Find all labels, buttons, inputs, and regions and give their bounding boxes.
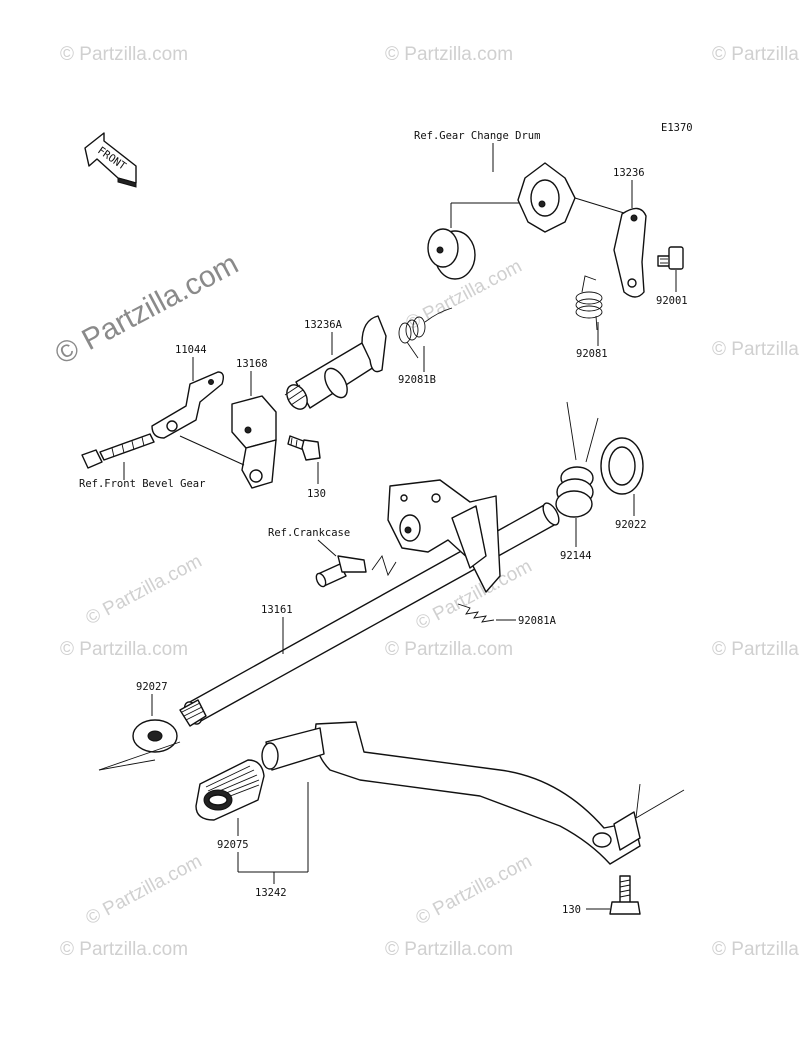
bolt-130-upper (287, 435, 321, 461)
pedal-pivot-leader (635, 783, 685, 819)
watermark-text: © Partzilla.com (412, 851, 535, 930)
watermark-text: © Partzilla.com (60, 44, 188, 65)
part-label-13161: 13161 (261, 604, 293, 616)
watermark-text: © Partzilla.com (385, 44, 513, 65)
spring-92081B (398, 307, 453, 359)
washer-92022 (600, 437, 644, 495)
part-label-130-upper: 130 (307, 488, 326, 500)
watermark-text: © Partzilla.com (385, 639, 513, 660)
shift-shaft-13161 (179, 502, 560, 727)
part-label-92144: 92144 (560, 550, 592, 562)
shift-drum-star-cam (517, 162, 625, 233)
crankcase-leader (371, 555, 397, 577)
watermark-text: © Partzilla.com (712, 639, 800, 660)
front-bevel-gear-leader (123, 435, 245, 480)
part-label-13242: 13242 (255, 887, 287, 899)
watermark-text: © Partzilla.com (60, 939, 188, 960)
shift-plate-assembly (387, 479, 501, 593)
spring-92144 (555, 401, 599, 518)
watermark-text: © Partzilla.com (82, 851, 205, 930)
bolt-front-bevel-gear (81, 433, 155, 469)
part-label-92081: 92081 (576, 348, 608, 360)
part-label-13168: 13168 (236, 358, 268, 370)
part-label-13236A: 13236A (304, 319, 343, 331)
part-label-13236: 13236 (613, 167, 645, 179)
spring-92081A (457, 603, 495, 623)
part-label-92081A: 92081A (518, 615, 557, 627)
diagram-code: E1370 (661, 122, 693, 134)
ref-crankcase-label: Ref.Crankcase (268, 527, 350, 539)
front-arrow-icon: FRONT (84, 132, 137, 188)
watermark-main-text: © Partzilla.com (50, 247, 244, 371)
shaft-centerline-leader (98, 741, 181, 771)
ref-front-bevel-gear-label: Ref.Front Bevel Gear (79, 478, 205, 490)
bracket-11044 (151, 371, 225, 439)
pedal-rubber-92075 (195, 759, 265, 821)
shift-arm-13168 (231, 395, 277, 489)
watermark-text: © Partzilla.com (712, 939, 800, 960)
part-label-11044: 11044 (175, 344, 207, 356)
part-label-92022: 92022 (615, 519, 647, 531)
watermark-text: © Partzilla.com (712, 339, 800, 360)
part-label-92027: 92027 (136, 681, 168, 693)
part-label-92081B: 92081B (398, 374, 436, 386)
crankcase-pin (315, 555, 367, 588)
watermark-text: © Partzilla.com (82, 551, 205, 630)
bolt-130-lower (609, 875, 641, 915)
part-label-92075: 92075 (217, 839, 249, 851)
gear-change-drum-cam (427, 228, 476, 280)
bolt-92001 (657, 246, 684, 270)
watermark-text: © Partzilla.com (60, 639, 188, 660)
part-label-92001: 92001 (656, 295, 688, 307)
washer-92027 (132, 719, 178, 753)
shift-lever-13236 (613, 207, 647, 298)
watermark-text: © Partzilla.com (712, 44, 800, 65)
part-label-130-lower: 130 (562, 904, 581, 916)
shift-pedal-13242 (261, 721, 641, 865)
shift-shaft-13236A (284, 315, 387, 410)
spring-92081 (575, 275, 603, 331)
watermark-text: © Partzilla.com (385, 939, 513, 960)
pedal-13242-leader (237, 782, 309, 884)
ref-gear-change-drum-label: Ref.Gear Change Drum (414, 130, 540, 142)
